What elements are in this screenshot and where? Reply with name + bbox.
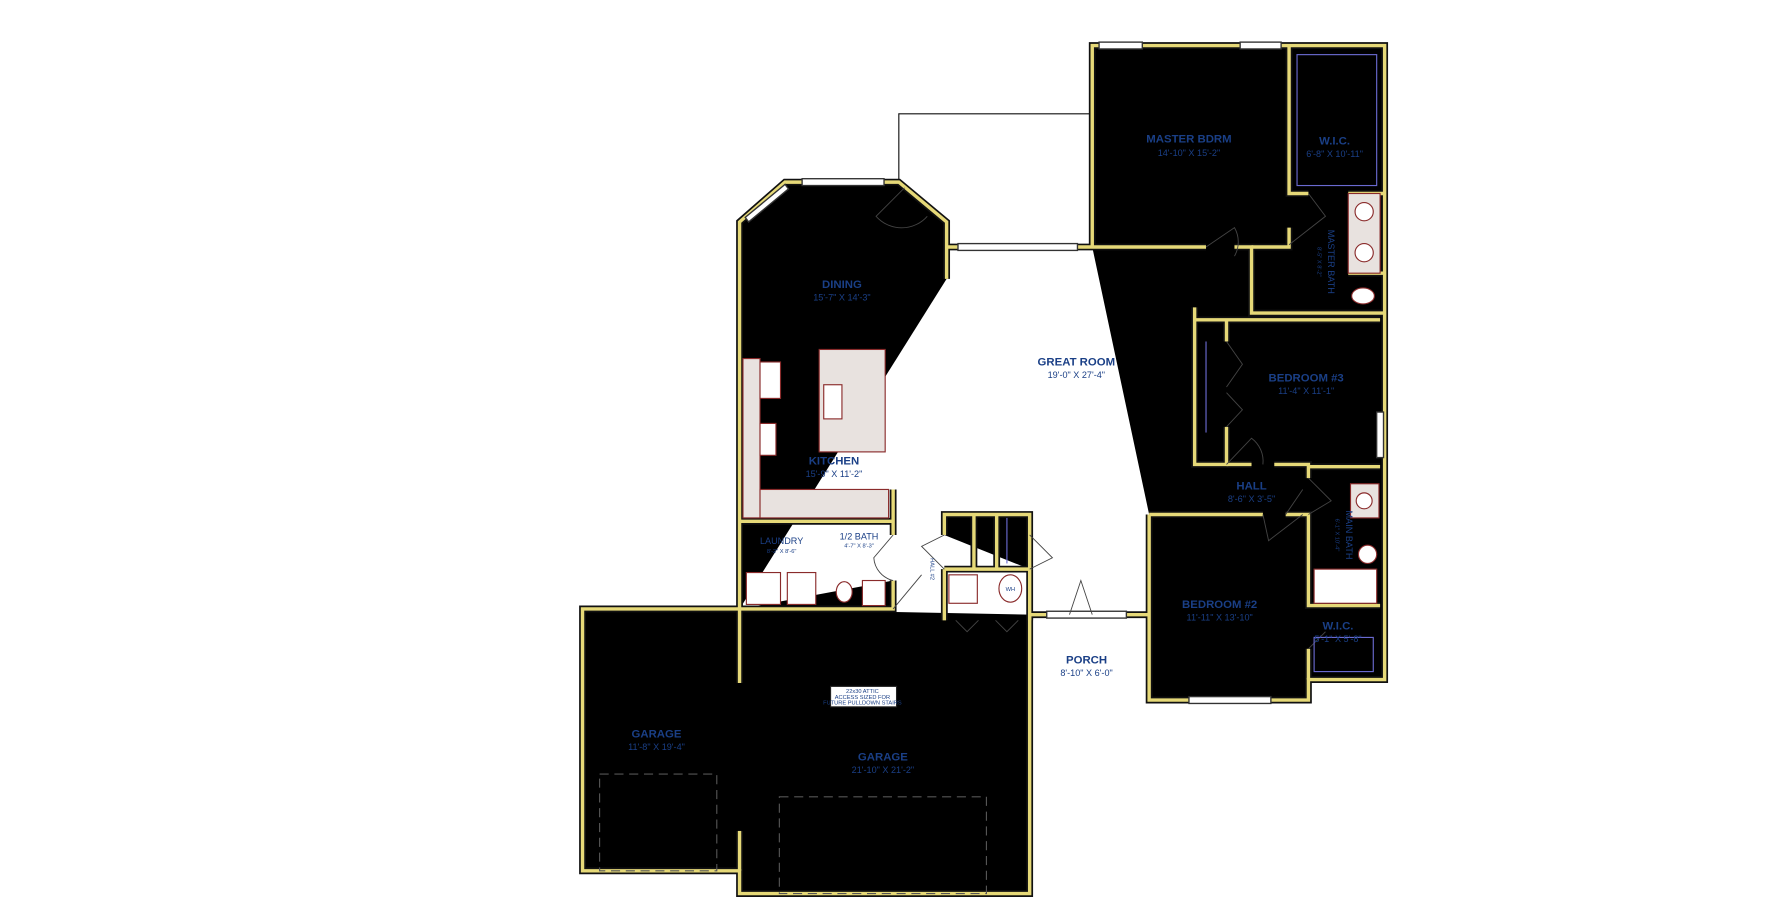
dining-dim: 15'-7" X 14'-3" bbox=[813, 293, 870, 303]
master-bath-dim: 8'-5" X 8'-2" bbox=[1316, 247, 1322, 277]
kitchen-cabinets bbox=[742, 348, 890, 519]
master-bath-name: MASTER BATH bbox=[1326, 230, 1336, 294]
garage-small-dim: 11'-8" X 19'-4" bbox=[628, 742, 685, 752]
master-bdrm-dim: 14'-10" X 15'-2" bbox=[1158, 148, 1221, 158]
attic-note-line1: 22x30 ATTIC bbox=[846, 689, 879, 695]
hall2-name: HALL #2 bbox=[929, 558, 935, 580]
room-labels: MASTER BDRM 14'-10" X 15'-2" W.I.C. 6'-8… bbox=[628, 133, 1363, 775]
bath-fixtures: WH bbox=[745, 192, 1381, 607]
master-bdrm-name: MASTER BDRM bbox=[1146, 133, 1231, 145]
garage-door-main bbox=[778, 796, 988, 895]
bedroom2-name: BEDROOM #2 bbox=[1182, 599, 1257, 611]
water-heater-label: WH bbox=[1006, 587, 1015, 593]
wic2-dim: 5'-1" X 5'-8" bbox=[1314, 634, 1361, 644]
wic2-name: W.I.C. bbox=[1323, 620, 1354, 632]
half-bath-name: 1/2 BATH bbox=[840, 532, 879, 542]
garage-main-name: GARAGE bbox=[858, 751, 908, 763]
main-bath-dim: 6'-1" X 10'-4" bbox=[1334, 519, 1340, 552]
garage-main-dim: 21'-10" X 21'-2" bbox=[852, 765, 915, 775]
bedroom3-dim: 11'-4" X 11'-1" bbox=[1278, 386, 1334, 396]
laundry-dim: 8'-2" X 8'-6" bbox=[767, 549, 797, 555]
closet-shelves bbox=[1006, 54, 1378, 673]
porch-name: PORCH bbox=[1066, 655, 1107, 667]
porch-dim: 8'-10" X 6'-0" bbox=[1060, 668, 1112, 678]
great-room-dim: 19'-0" X 27'-4" bbox=[1048, 370, 1105, 380]
water-heater bbox=[998, 574, 1023, 603]
doors bbox=[873, 187, 1332, 650]
windows bbox=[744, 41, 1385, 705]
garage-door-small bbox=[599, 773, 718, 872]
half-bath-dim: 4'-7" X 8'-3" bbox=[844, 544, 874, 550]
walls bbox=[582, 45, 1385, 894]
garage-small-name: GARAGE bbox=[632, 729, 682, 741]
kitchen-name: KITCHEN bbox=[809, 455, 860, 467]
laundry-name: LAUNDRY bbox=[760, 536, 803, 546]
attic-note-line3: FUTURE PULLDOWN STAIRS bbox=[823, 701, 902, 707]
great-room-name: GREAT ROOM bbox=[1038, 356, 1115, 368]
hall-dim: 8'-6" X 3'-5" bbox=[1228, 494, 1275, 504]
wic-master-dim: 6'-8" X 10'-11" bbox=[1306, 149, 1363, 159]
main-bath-name: MAIN BATH bbox=[1344, 511, 1354, 560]
attic-access bbox=[829, 685, 898, 708]
dining-name: DINING bbox=[822, 279, 862, 291]
bedroom2-dim: 11'-11" X 13'-10" bbox=[1187, 612, 1253, 622]
kitchen-dim: 15'-9" X 11'-2" bbox=[806, 469, 863, 479]
attic-note-line2: ACCESS SIZED FOR bbox=[835, 695, 890, 701]
hall-name: HALL bbox=[1236, 480, 1266, 492]
roof-outline bbox=[898, 113, 1093, 183]
bedroom3-name: BEDROOM #3 bbox=[1269, 372, 1344, 384]
wic-master-name: W.I.C. bbox=[1319, 136, 1350, 148]
